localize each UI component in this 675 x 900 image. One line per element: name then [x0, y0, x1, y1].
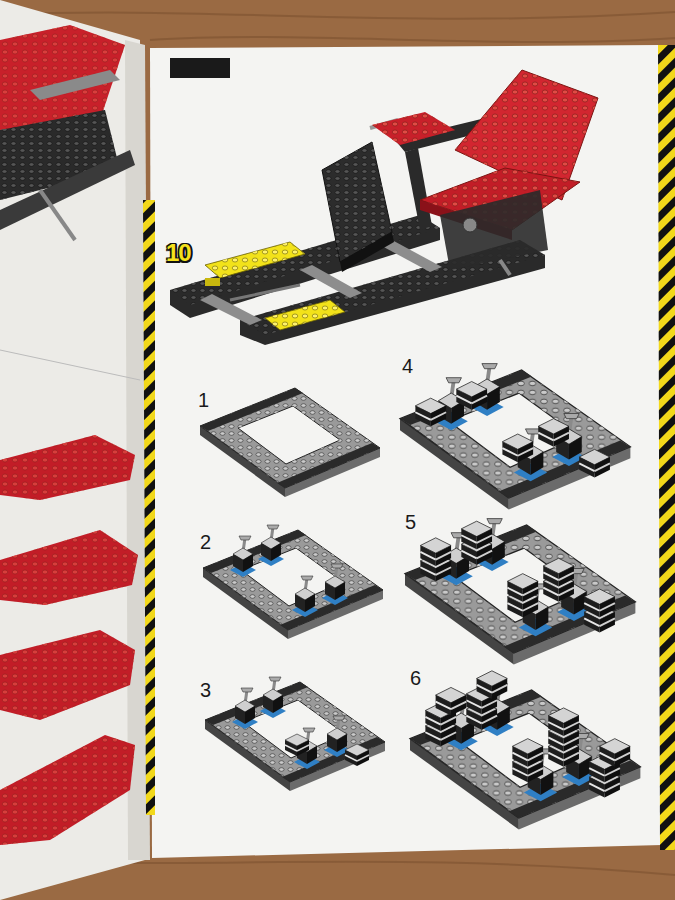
left-page-model — [0, 25, 135, 240]
substep-number: 5 — [405, 512, 416, 532]
page-crease — [0, 350, 140, 380]
wood-grain — [0, 12, 675, 875]
substep-number: 3 — [200, 680, 211, 700]
subassembly-6 — [410, 671, 640, 830]
substep-number: 6 — [410, 668, 421, 688]
right-page — [150, 45, 662, 858]
hazard-stripe — [658, 45, 675, 850]
subassembly-1 — [200, 388, 380, 497]
hazard-stripe — [143, 200, 155, 815]
substep-number: 2 — [200, 532, 211, 552]
substep-number: 4 — [402, 356, 413, 376]
header-band — [170, 58, 230, 78]
left-page — [0, 0, 145, 900]
left-page-parts — [0, 435, 138, 845]
step-number: 10 — [166, 241, 191, 265]
subassembly-4 — [400, 364, 630, 510]
subassembly-3 — [205, 677, 385, 791]
model-illustration — [170, 70, 598, 345]
substep-number: 1 — [198, 390, 209, 410]
subassembly-2 — [203, 525, 383, 639]
subassembly-5 — [405, 519, 635, 665]
